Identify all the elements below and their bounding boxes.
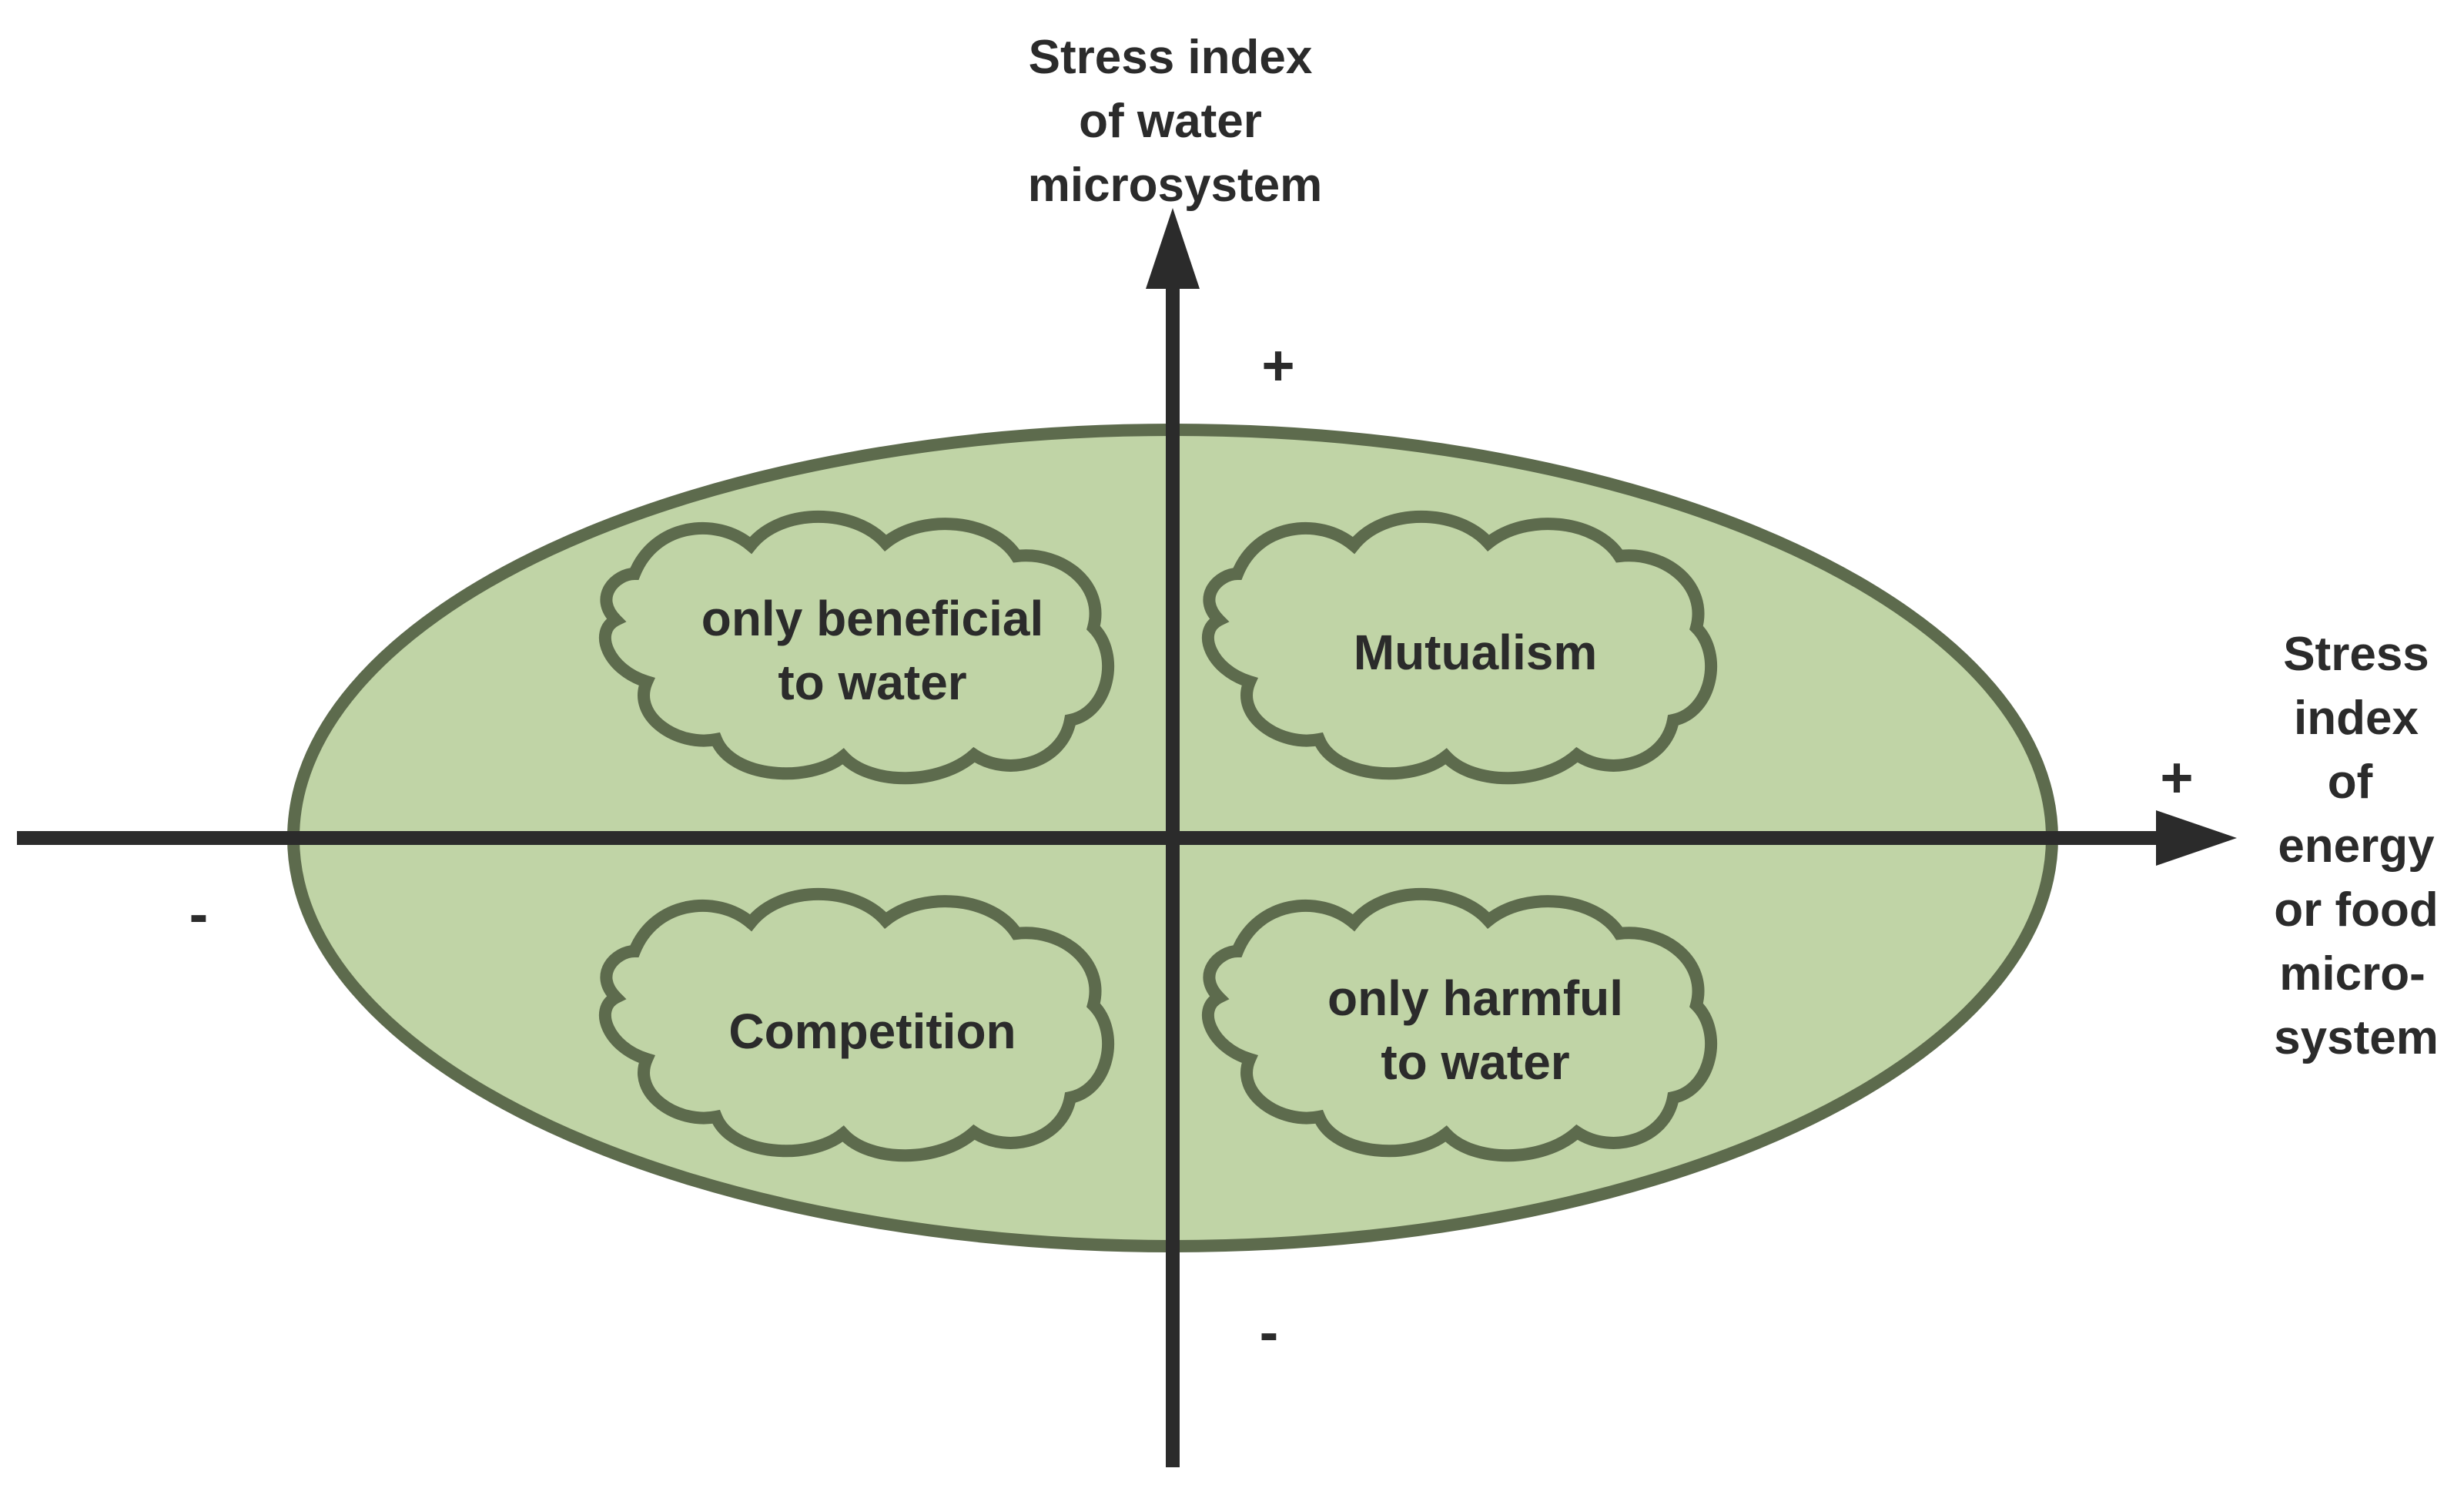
y-axis-label-line: of water — [1079, 95, 1262, 148]
x-axis-label-line: micro- — [2279, 947, 2425, 1001]
y-axis-label-line: microsystem — [1028, 159, 1323, 212]
x-axis-arrowhead — [2156, 810, 2237, 866]
x-axis-positive-sign: + — [2160, 746, 2193, 810]
y-axis-label-line: Stress index — [1029, 31, 1313, 84]
quadrant-bottom-right-line: only harmful — [1327, 970, 1623, 1026]
quadrant-bottom-right-line: to water — [1381, 1034, 1569, 1090]
x-axis-label: Stress index of energy or food micro- sy… — [2274, 628, 2439, 1064]
x-axis-label-line: index — [2294, 692, 2419, 745]
x-axis-label-line: system — [2274, 1011, 2439, 1064]
x-axis-label-line: or food — [2274, 883, 2439, 937]
x-axis-negative-sign: - — [189, 882, 209, 946]
quadrant-bottom-left-label: Competition — [728, 1004, 1016, 1059]
x-axis-label-line: energy — [2278, 820, 2435, 873]
y-axis-label: Stress index of water microsystem — [1028, 31, 1323, 212]
y-axis-arrowhead — [1146, 208, 1200, 289]
quadrant-top-left-line: only beneficial — [701, 591, 1044, 646]
quadrant-top-right-label: Mutualism — [1354, 625, 1597, 680]
x-axis-label-line: Stress — [2283, 628, 2429, 681]
y-axis-positive-sign: + — [1261, 334, 1294, 397]
x-axis-label-line: of — [2328, 756, 2373, 809]
cloud-top-left — [605, 517, 1108, 778]
quadrant-top-left-line: to water — [778, 655, 966, 710]
y-axis-negative-sign: - — [1260, 1300, 1279, 1364]
